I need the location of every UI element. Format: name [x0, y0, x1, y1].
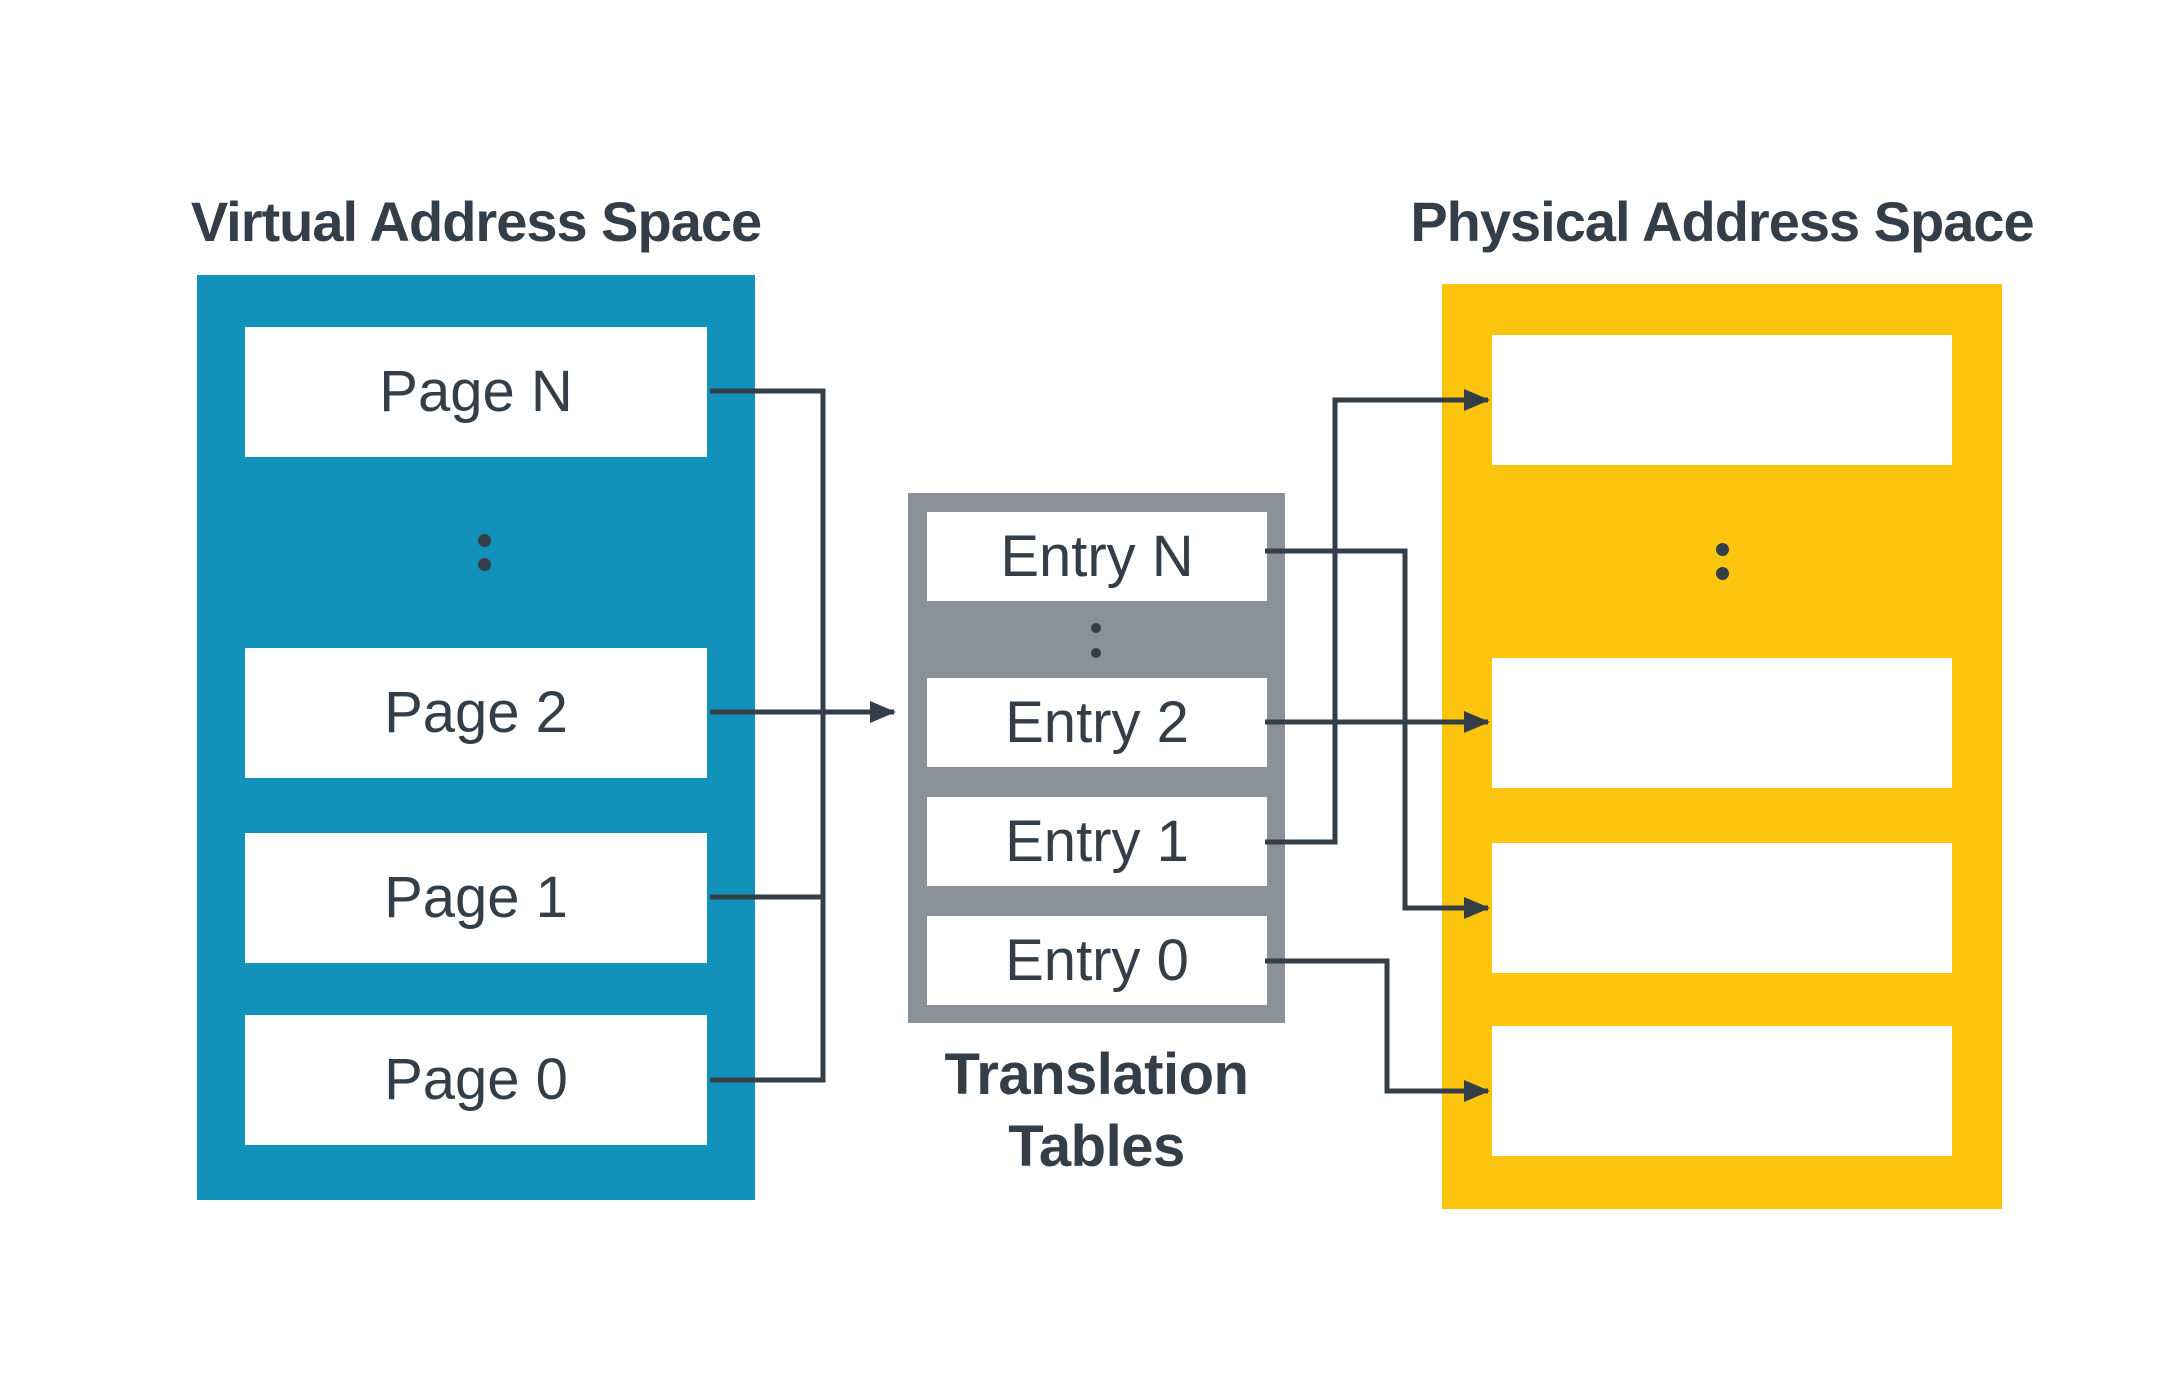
- physical-frame: [1492, 843, 1952, 973]
- virtual-address-space-title: Virtual Address Space: [190, 190, 762, 253]
- entry-row: Entry 1: [927, 797, 1267, 886]
- page-row: Page 0: [245, 1015, 707, 1145]
- physical-frame: [1492, 1026, 1952, 1156]
- vertical-ellipsis-dot: [1716, 567, 1729, 580]
- physical-address-space-title: Physical Address Space: [1410, 190, 2034, 253]
- vertical-ellipsis-dot: [1716, 543, 1729, 556]
- translation-tables-caption: Translation Tables: [944, 1042, 1249, 1179]
- entry0-to-frame4-arrow: [1265, 958, 1490, 1102]
- vertical-ellipsis-dot: [478, 534, 491, 547]
- vertical-ellipsis-dot: [1091, 648, 1101, 658]
- vertical-ellipsis-dot: [478, 558, 491, 571]
- entry-row: Entry 0: [927, 916, 1267, 1005]
- page-row: Page N: [245, 327, 707, 457]
- entry-row: Entry 2: [927, 678, 1267, 767]
- entry1-to-frame1-arrow: [1265, 389, 1490, 845]
- page-row: Page 1: [245, 833, 707, 963]
- physical-frame: [1492, 658, 1952, 788]
- vertical-ellipsis-dot: [1091, 623, 1101, 633]
- entry-row: Entry N: [927, 512, 1267, 601]
- physical-frame: [1492, 335, 1952, 465]
- page-row: Page 2: [245, 648, 707, 778]
- entryN-to-frame3-arrow: [1265, 548, 1490, 919]
- page-collector-lines: [710, 388, 826, 1083]
